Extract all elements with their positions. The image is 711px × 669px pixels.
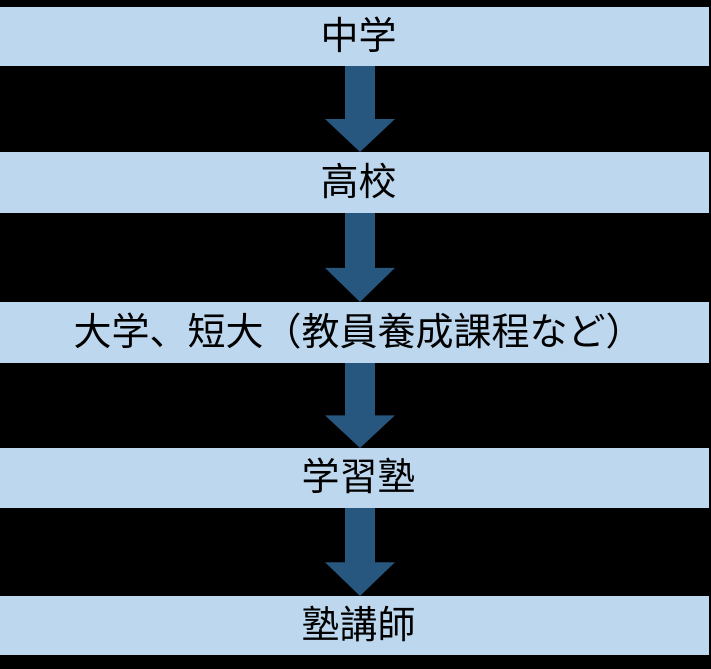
step-cram-school-label: 学習塾 <box>301 457 416 499</box>
bottom-margin <box>0 655 711 669</box>
connector-4 <box>0 508 711 596</box>
down-arrow-icon <box>325 66 395 152</box>
step-high-school-label: 高校 <box>320 161 397 204</box>
connector-3 <box>0 363 711 448</box>
step-juku-instructor-label: 塾講師 <box>301 604 416 647</box>
step-high-school: 高校 <box>0 152 709 213</box>
step-middle-school: 中学 <box>0 7 709 66</box>
connector-1 <box>0 66 711 152</box>
step-university-junior-college-label: 大学、短大（教員養成課程など） <box>73 311 644 354</box>
top-margin <box>0 0 711 7</box>
step-university-junior-college: 大学、短大（教員養成課程など） <box>0 302 709 363</box>
step-juku-instructor: 塾講師 <box>0 596 709 655</box>
connector-2 <box>0 213 711 302</box>
down-arrow-icon <box>325 508 395 596</box>
down-arrow-icon <box>325 363 395 448</box>
step-cram-school: 学習塾 <box>0 448 709 508</box>
down-arrow-icon <box>325 213 395 302</box>
step-middle-school-label: 中学 <box>320 15 397 58</box>
